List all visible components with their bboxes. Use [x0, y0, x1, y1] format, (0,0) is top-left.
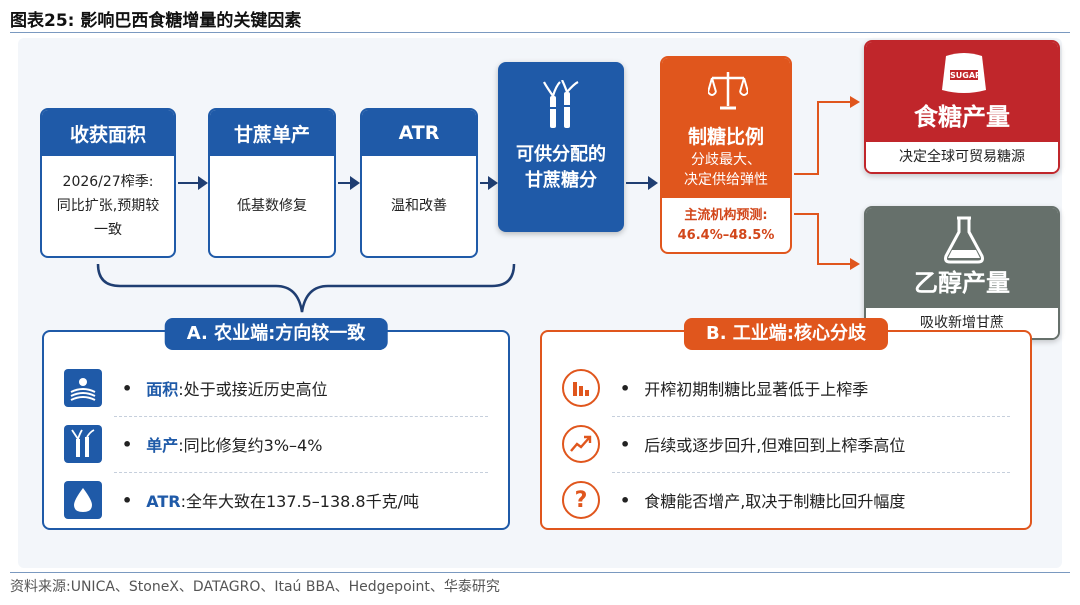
bar-chart-icon	[562, 369, 600, 407]
industry-text-2: 后续或逐步回升,但难回到上榨季高位	[644, 436, 906, 455]
yield-text: :同比修复约3%–4%	[178, 436, 323, 455]
panel-a-row-atr: • ATR:全年大致在137.5–138.8千克/吨	[64, 474, 488, 526]
atr-text: :全年大致在137.5–138.8千克/吨	[180, 492, 420, 511]
atr-card-title: ATR	[362, 110, 476, 156]
sugar-output-body: 决定全球可贸易糖源	[866, 142, 1058, 172]
scale-icon	[708, 72, 748, 110]
center-line-2: 甘蔗糖分	[525, 170, 597, 191]
arrow-center-to-ratio	[626, 176, 658, 190]
question-icon: ?	[562, 481, 600, 519]
bullet: •	[122, 378, 133, 398]
yield-card-title: 甘蔗单产	[210, 110, 334, 156]
footer-divider	[10, 572, 1070, 573]
panel-agriculture: A. 农业端:方向较一致 • 面积:处于或接近历史高位 • 单产:同比修复约3%…	[42, 318, 510, 530]
panel-industry: B. 工业端:核心分歧 • 开榨初期制糖比显著低于上榨季 • 后续或逐步回升,但…	[540, 318, 1032, 530]
atr-card-body: 温和改善	[391, 198, 447, 214]
flask-icon	[944, 216, 984, 264]
ratio-title: 制糖比例	[687, 126, 764, 148]
center-line-1: 可供分配的	[516, 144, 606, 165]
sugar-output-box: SUGAR 食糖产量 决定全球可贸易糖源	[864, 40, 1060, 174]
yield-card-body: 低基数修复	[237, 198, 307, 214]
ethanol-output-box: 乙醇产量 吸收新增甘蔗	[864, 206, 1060, 340]
area-card: 收获面积 2026/27榨季:同比扩张,预期较一致	[40, 108, 176, 258]
bullet: •	[122, 490, 133, 510]
area-label: 面积	[146, 380, 179, 399]
panel-a-row-yield: • 单产:同比修复约3%–4%	[64, 418, 488, 470]
panel-b-row-2: • 后续或逐步回升,但难回到上榨季高位	[562, 418, 1010, 470]
ratio-line-2: 决定供给弹性	[684, 172, 768, 188]
trend-up-icon	[562, 425, 600, 463]
area-card-title: 收获面积	[42, 110, 174, 156]
sugar-badge: SUGAR	[950, 71, 982, 80]
bullet: •	[620, 378, 631, 398]
row-divider	[114, 472, 488, 473]
source-note: 资料来源:UNICA、StoneX、DATAGRO、Itaú BBA、Hedge…	[10, 579, 500, 595]
water-drop-icon	[64, 481, 102, 519]
branch-arrows	[794, 96, 860, 270]
forecast-value: 46.4%–48.5%	[677, 228, 775, 243]
row-divider	[114, 416, 488, 417]
panel-b-row-3: ? • 食糖能否增产,取决于制糖比回升幅度	[562, 474, 1010, 526]
bullet: •	[620, 434, 631, 454]
panel-b-row-1: • 开榨初期制糖比显著低于上榨季	[562, 362, 1010, 414]
field-icon	[64, 369, 102, 407]
atr-card: ATR 温和改善	[360, 108, 478, 258]
industry-text-1: 开榨初期制糖比显著低于上榨季	[644, 380, 869, 399]
bullet: •	[122, 434, 133, 454]
industry-text-3: 食糖能否增产,取决于制糖比回升幅度	[644, 492, 906, 511]
forecast-label: 主流机构预测:	[684, 208, 768, 223]
bullet: •	[620, 490, 631, 510]
arrow-atr-to-center	[480, 176, 498, 190]
sugar-ratio-box: 制糖比例 分歧最大、 决定供给弹性 主流机构预测: 46.4%–48.5%	[660, 56, 792, 254]
row-divider	[612, 416, 1010, 417]
arrow-yield-to-atr	[338, 176, 360, 190]
panel-a-title: A. 农业端:方向较一致	[164, 318, 388, 350]
arrow-area-to-yield	[178, 176, 208, 190]
group-bracket	[96, 263, 516, 313]
sugarcane-icon	[64, 425, 102, 463]
title-divider	[10, 32, 1070, 33]
panel-a-row-area: • 面积:处于或接近历史高位	[64, 362, 488, 414]
page-title: 图表25: 影响巴西食糖增量的关键因素	[10, 11, 302, 31]
cane-sugar-box: 可供分配的 甘蔗糖分	[498, 62, 624, 232]
ethanol-output-title: 乙醇产量	[914, 269, 1010, 297]
ratio-line-1: 分歧最大、	[691, 152, 761, 168]
sugar-bag-icon	[942, 53, 986, 93]
panel-b-title: B. 工业端:核心分歧	[683, 318, 889, 350]
sugar-output-title: 食糖产量	[914, 103, 1010, 131]
yield-label: 单产	[146, 436, 179, 455]
atr-label: ATR	[146, 492, 181, 511]
sugarcane-icon	[543, 80, 579, 128]
area-text: :处于或接近历史高位	[178, 380, 328, 399]
yield-card: 甘蔗单产 低基数修复	[208, 108, 336, 258]
area-card-body: 2026/27榨季:同比扩张,预期较一致	[56, 174, 160, 238]
row-divider	[612, 472, 1010, 473]
